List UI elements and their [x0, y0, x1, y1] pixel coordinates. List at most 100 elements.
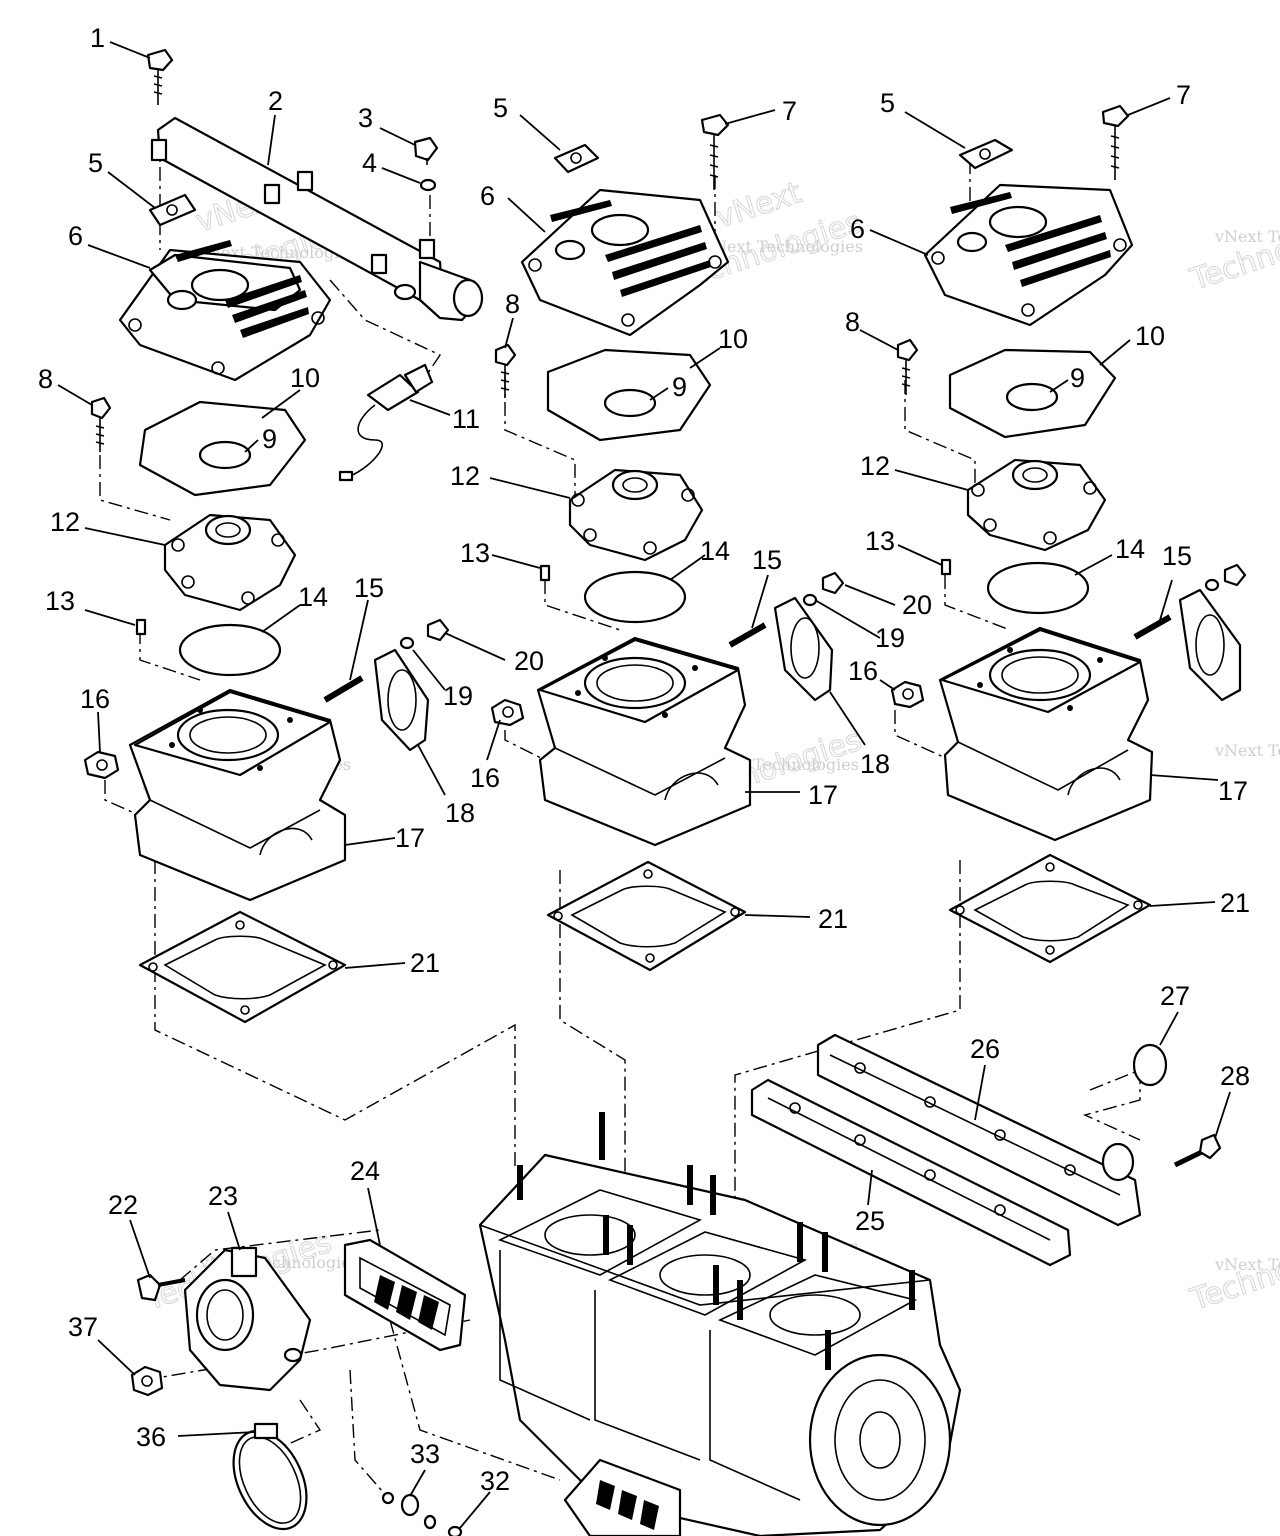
- callout-8: 8: [38, 364, 53, 394]
- stud-15-center: [728, 622, 767, 648]
- watermark-text: vNext Technologies: [1214, 1255, 1280, 1274]
- callout-16: 16: [848, 656, 878, 686]
- exhaust-gasket-18-right: [1178, 588, 1242, 702]
- callout-17: 17: [1218, 776, 1248, 806]
- callout-12: 12: [50, 507, 80, 537]
- callout-7: 7: [1176, 80, 1191, 110]
- callout-2: 2: [268, 86, 283, 116]
- cylinder-head-6-center: [520, 188, 730, 337]
- cylinder-17-center: [536, 636, 752, 847]
- callout-10: 10: [718, 324, 748, 354]
- water-housing-12-center: [568, 468, 704, 562]
- nut-20-center: [821, 571, 845, 595]
- bolt-8-center: [494, 343, 517, 398]
- callout-13: 13: [460, 538, 490, 568]
- watermark-technologies: Technologies: [1186, 1225, 1280, 1318]
- nut-37: [130, 1365, 164, 1397]
- bolt-8-right: [896, 338, 919, 395]
- cylinder-stack-right: [890, 104, 1247, 964]
- callout-15: 15: [752, 545, 782, 575]
- callout-16: 16: [470, 763, 500, 793]
- callout-21: 21: [818, 904, 848, 934]
- callout-28: 28: [1220, 1061, 1250, 1091]
- watermark-text: vNext Technologies: [703, 237, 863, 256]
- callout-9: 9: [1070, 363, 1085, 393]
- callout-15: 15: [354, 573, 384, 603]
- callout-9: 9: [672, 372, 687, 402]
- o-ring-14-left: [178, 623, 282, 677]
- callout-15: 15: [1162, 541, 1192, 571]
- bolt-28: [1173, 1133, 1222, 1168]
- callout-37: 37: [68, 1312, 98, 1342]
- callout-23: 23: [208, 1181, 238, 1211]
- callout-11: 11: [452, 404, 480, 434]
- callout-20: 20: [902, 590, 932, 620]
- temperature-sensor-11: [338, 363, 434, 482]
- callout-14: 14: [298, 582, 328, 612]
- hose-clamp-36: [232, 1422, 308, 1531]
- watermark-text: vNext Technologies: [1214, 227, 1280, 246]
- o-ring-14-right: [986, 561, 1090, 615]
- bolt-7-right: [1101, 104, 1130, 180]
- callout-9: 9: [262, 424, 277, 454]
- nut-16-right: [890, 680, 925, 709]
- dowel-pin-13-left: [135, 618, 147, 636]
- callout-14: 14: [700, 536, 730, 566]
- callout-26: 26: [970, 1034, 1000, 1064]
- callout-19: 19: [875, 623, 905, 653]
- callout-6: 6: [480, 181, 495, 211]
- callout-18: 18: [445, 798, 475, 828]
- cylinder-17-right: [938, 626, 1154, 842]
- callout-labels: 1 2 3 4 5 6 8 10 9 11 12 13 14 15 16 19 …: [38, 23, 1250, 1496]
- bolt-1: [146, 48, 174, 105]
- callout-27: 27: [1160, 981, 1190, 1011]
- callout-5: 5: [880, 88, 895, 118]
- callout-21: 21: [1220, 888, 1250, 918]
- callout-25: 25: [855, 1206, 885, 1236]
- callout-19: 19: [443, 681, 473, 711]
- nut-20-left: [426, 618, 450, 642]
- reed-valve-24: [343, 1238, 467, 1352]
- callout-16: 16: [80, 684, 110, 714]
- fitting-32: [447, 1525, 463, 1536]
- head-gasket-10-left: [138, 400, 307, 497]
- callout-6: 6: [850, 214, 865, 244]
- cylinder-stack-center: [490, 113, 845, 972]
- dowel-pin-13-right: [940, 558, 952, 576]
- head-gasket-10-right: [948, 348, 1117, 439]
- crankcase-studs: [517, 1112, 915, 1370]
- callout-8: 8: [845, 307, 860, 337]
- cylinder-17-left: [128, 688, 347, 902]
- callout-36: 36: [136, 1422, 166, 1452]
- bolt-3: [413, 136, 439, 165]
- callout-5: 5: [493, 93, 508, 123]
- cylinder-head-6-left: [118, 240, 332, 382]
- crankcase-assembly: [130, 1033, 1222, 1536]
- callout-21: 21: [410, 948, 440, 978]
- callout-13: 13: [865, 526, 895, 556]
- base-gasket-21-right: [948, 853, 1152, 964]
- callout-32: 32: [480, 1466, 510, 1496]
- bolt-22: [136, 1273, 186, 1302]
- water-housing-12-left: [163, 513, 297, 612]
- head-gasket-10-center: [546, 348, 712, 442]
- callout-6: 6: [68, 221, 83, 251]
- cylinder-stack-left: [83, 48, 484, 1024]
- callout-24: 24: [350, 1156, 380, 1186]
- callout-12: 12: [450, 461, 480, 491]
- bolt-7-center: [700, 113, 730, 190]
- stud-15-right: [1133, 614, 1172, 640]
- callout-3: 3: [358, 103, 373, 133]
- callout-18: 18: [860, 749, 890, 779]
- exhaust-gasket-18-center: [773, 596, 834, 702]
- o-ring-14-center: [583, 570, 687, 624]
- callout-10: 10: [290, 363, 320, 393]
- gasket-5-left: [148, 193, 197, 227]
- intake-manifold-23: [183, 1246, 312, 1392]
- gasket-5-right: [958, 138, 1014, 170]
- callout-20: 20: [514, 646, 544, 676]
- reed-valve-lower: [563, 1458, 682, 1536]
- stud-15-left: [323, 675, 364, 703]
- leader-lines: [57, 41, 1231, 1529]
